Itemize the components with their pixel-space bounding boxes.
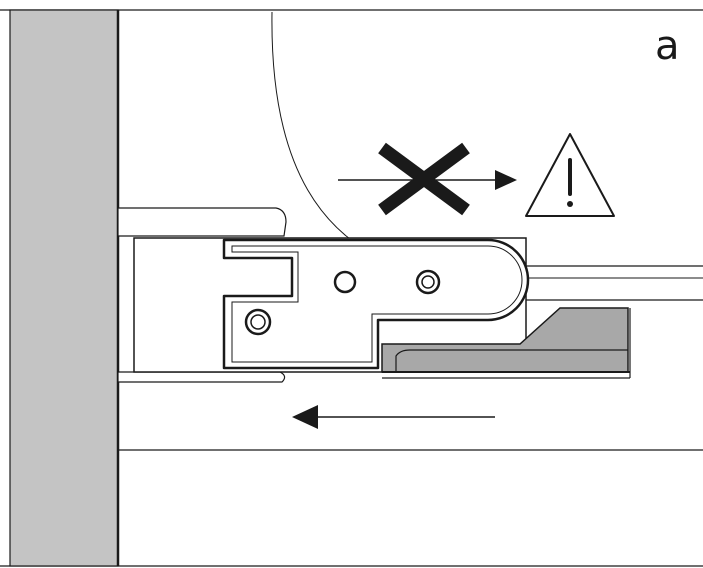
screw-holes bbox=[244, 269, 441, 336]
wall-panel bbox=[9, 9, 119, 567]
panel-letter: a bbox=[655, 23, 680, 69]
base-plate bbox=[117, 207, 287, 237]
screw-hole bbox=[333, 270, 357, 294]
arrow-left-icon bbox=[292, 405, 495, 429]
hinge-arm-inner bbox=[231, 245, 523, 363]
mounting-rail-lip bbox=[395, 349, 628, 372]
base-plate-bottom bbox=[117, 371, 286, 383]
warning-triangle-icon bbox=[525, 133, 615, 217]
hinge-arm bbox=[222, 238, 530, 370]
x-mark-icon bbox=[378, 142, 470, 216]
arrow-right-icon bbox=[338, 170, 517, 190]
guide-rail bbox=[520, 265, 703, 301]
